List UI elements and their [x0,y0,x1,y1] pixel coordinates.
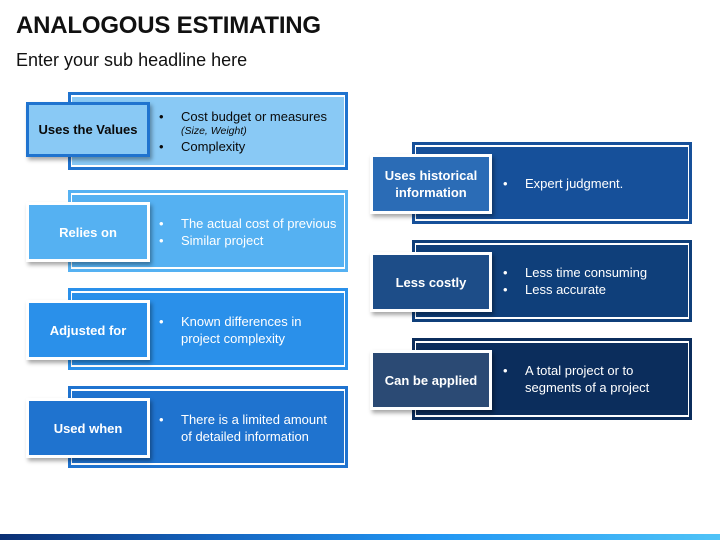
page-subtitle: Enter your sub headline here [16,50,248,70]
bullet: A total project or to segments of a proj… [500,362,650,396]
left-item-4-label: Used when [26,398,150,458]
right-item-2: Less costly Less time consuming Less acc… [368,240,692,322]
page-title: ANALOGOUS ESTIMATING [16,12,321,39]
right-item-3-bullets: A total project or to segments of a proj… [500,362,650,396]
bullet: Known differences in project complexity [156,313,336,347]
bullet: Complexity [156,138,346,155]
left-item-4-bullets: There is a limited amount of detailed in… [156,411,336,445]
left-item-4: Used when There is a limited amount of d… [24,386,348,468]
left-item-3-bullets: Known differences in project complexity [156,313,336,347]
right-item-3: Can be applied A total project or to seg… [368,338,692,420]
left-item-2: Relies on The actual cost of previous Si… [24,190,348,272]
left-item-3-label: Adjusted for [26,300,150,360]
bullet: The actual cost of previous [156,215,351,232]
left-item-2-bullets: The actual cost of previous Similar proj… [156,215,351,249]
bullet: Less accurate [500,281,685,298]
bottom-accent-bar [0,534,720,540]
bullet: There is a limited amount of detailed in… [156,411,336,445]
right-item-1-bullets: Expert judgment. [500,175,685,192]
left-item-3: Adjusted for Known differences in projec… [24,288,348,370]
right-item-1-label: Uses historical information [370,154,492,214]
bullet: Similar project [156,232,351,249]
left-item-1: Uses the Values Cost budget or measures(… [24,92,348,170]
bullet: Less time consuming [500,264,685,281]
right-item-2-label: Less costly [370,252,492,312]
right-item-1: Uses historical information Expert judgm… [368,142,692,224]
right-item-3-label: Can be applied [370,350,492,410]
left-item-1-label: Uses the Values [26,102,150,157]
right-item-2-bullets: Less time consuming Less accurate [500,264,685,298]
left-item-2-label: Relies on [26,202,150,262]
bullet: Expert judgment. [500,175,685,192]
left-item-1-bullets: Cost budget or measures(Size, Weight) Co… [156,108,346,155]
bullet: Cost budget or measures(Size, Weight) [156,108,346,138]
